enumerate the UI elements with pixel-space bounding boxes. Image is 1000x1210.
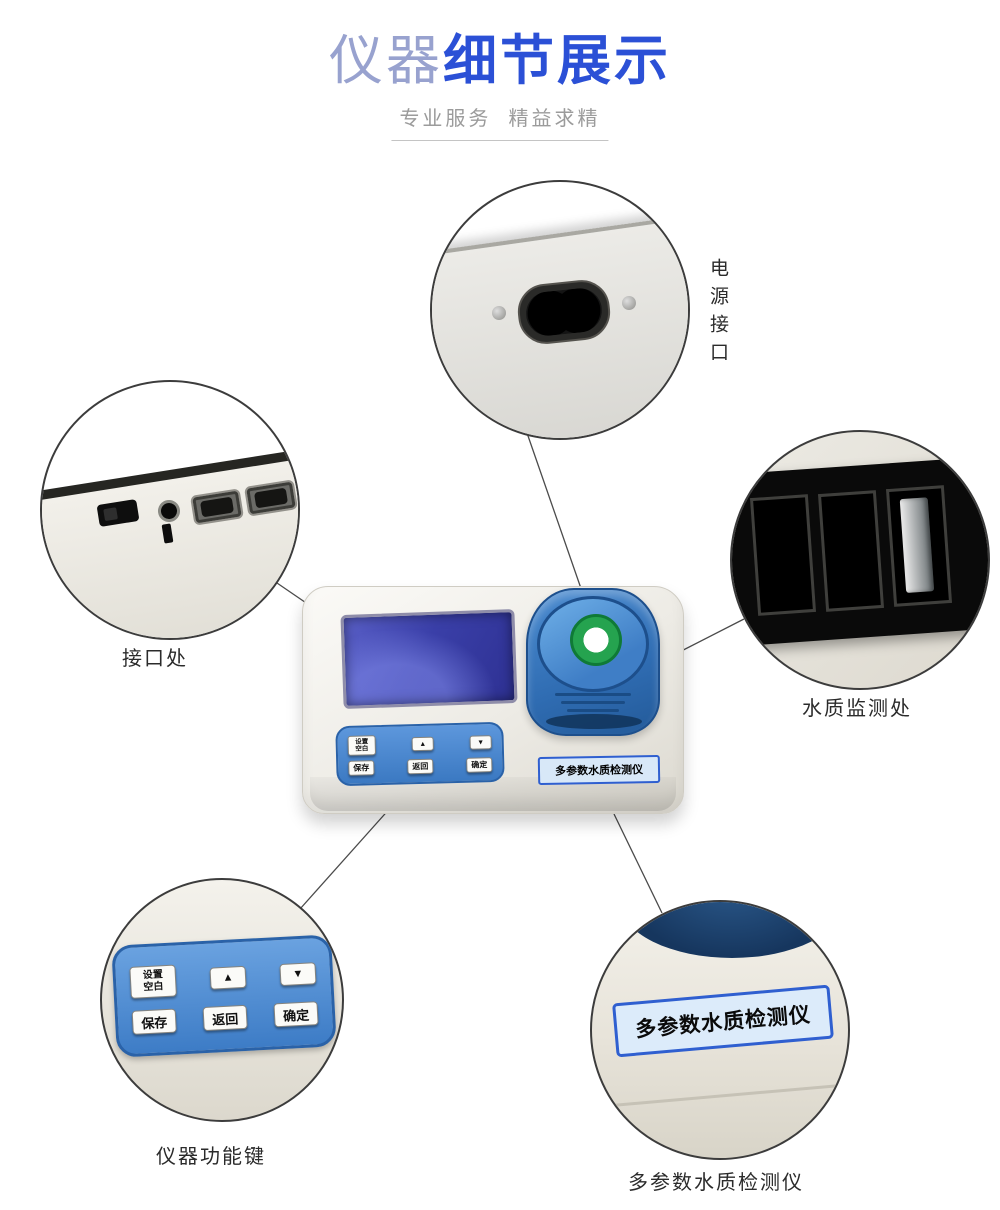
- callout-ports-circle: [40, 380, 300, 640]
- brand-logo-badge: [570, 614, 622, 666]
- connector-nameplate: [613, 813, 663, 914]
- keypad-row-top: 设置 空白 ▲ ▼: [347, 732, 492, 757]
- callout-nameplate-circle: 多参数水质检测仪: [590, 900, 850, 1160]
- cell-slot: [885, 485, 953, 607]
- keypad-panel: 设置 空白 ▲ ▼ 保存 返回 确定: [111, 934, 337, 1058]
- page-subtitle: 专业服务 精益求精: [391, 102, 609, 141]
- callout-detect-circle: [730, 430, 990, 690]
- caption-nameplate: 多参数水质检测仪: [628, 1172, 804, 1194]
- blank-label: 空白: [143, 980, 164, 993]
- compartment-lid-front: [620, 902, 844, 958]
- keypad-row-top: 设置 空白 ▲ ▼: [129, 957, 317, 999]
- caption-ports: 接口处: [122, 648, 188, 670]
- glass-cuvette: [899, 497, 935, 594]
- save-button: 保存: [348, 759, 375, 776]
- nameplate-label: 多参数水质检测仪: [612, 984, 834, 1058]
- lid-opening: [546, 714, 642, 729]
- down-button: ▼: [279, 961, 317, 986]
- set-blank-button: 设置 空白: [129, 964, 177, 999]
- connector-keys: [299, 805, 393, 910]
- panel-seam: [592, 1081, 848, 1110]
- device-nameplate: 多参数水质检测仪: [537, 754, 661, 786]
- callout-keys-circle: 设置 空白 ▲ ▼ 保存 返回 确定: [100, 878, 344, 1122]
- up-button: ▲: [209, 965, 247, 990]
- callout-power-circle: [430, 180, 690, 440]
- ok-button: 确定: [273, 1001, 319, 1028]
- caption-keys: 仪器功能键: [156, 1146, 266, 1168]
- up-button: ▲: [411, 736, 434, 752]
- title-light-part: 仪器: [329, 31, 443, 91]
- caption-power: 电源接口: [707, 258, 728, 370]
- lid-grip-lines: [528, 688, 658, 712]
- sample-compartment: [526, 588, 660, 736]
- blank-label: 空白: [355, 745, 369, 754]
- title-bold-part: 细节展示: [443, 31, 671, 91]
- cell-slot: [749, 494, 817, 616]
- screw-icon: [622, 296, 636, 310]
- ok-button: 确定: [466, 756, 493, 773]
- keypad-row-bottom: 保存 返回 确定: [131, 1001, 319, 1036]
- device-keypad: 设置 空白 ▲ ▼ 保存 返回 确定: [335, 721, 505, 787]
- analyzer-device: 设置 空白 ▲ ▼ 保存 返回 确定 多参数水质检测仪: [302, 586, 684, 814]
- save-button: 保存: [131, 1008, 177, 1036]
- device-screen: [340, 608, 518, 710]
- down-button: ▼: [469, 735, 492, 751]
- caption-detect: 水质监测处: [802, 698, 912, 720]
- cell-slot: [817, 490, 885, 612]
- page-title: 仪器细节展示: [0, 16, 1000, 95]
- back-button: 返回: [202, 1005, 248, 1032]
- power-socket-hole: [523, 286, 605, 338]
- screw-icon: [492, 306, 506, 320]
- connector-power: [526, 432, 586, 601]
- keypad-row-bottom: 保存 返回 确定: [348, 756, 493, 776]
- device-side-panel: [42, 451, 298, 638]
- set-blank-button: 设置 空白: [347, 735, 377, 757]
- back-button: 返回: [407, 758, 434, 774]
